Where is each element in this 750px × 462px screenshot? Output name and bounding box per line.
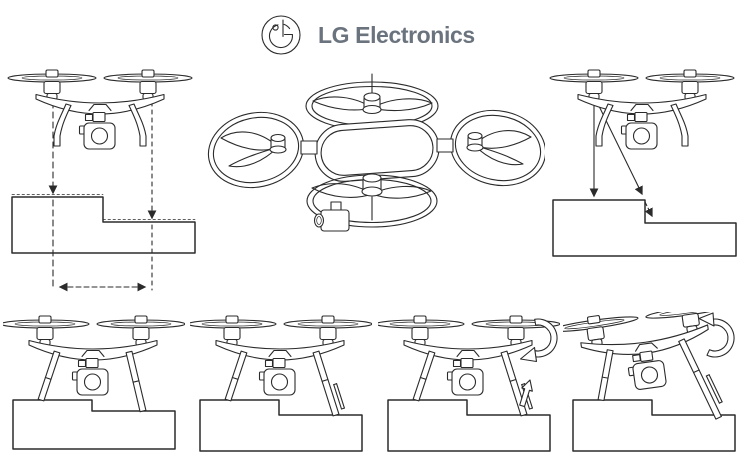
adaptive-legs [412, 350, 533, 417]
adaptive-legs [224, 350, 345, 417]
stepped-surface [11, 194, 196, 254]
left-arm [300, 140, 318, 155]
left-prop-blade [220, 131, 279, 151]
rear-motor-hub [362, 92, 382, 115]
right-prop-blade [473, 130, 532, 149]
panel-landing-sequence-1 [3, 315, 185, 450]
measurement-lines [48, 101, 157, 292]
drone-body [314, 119, 440, 182]
rotation-arrow-icon [519, 318, 558, 363]
right-prop-blade [473, 144, 524, 166]
header: LG Electronics [0, 0, 750, 64]
left-rotor-guard [207, 111, 305, 189]
tilted-drone [563, 312, 744, 420]
drone-front-view [550, 70, 734, 149]
camera-icon [313, 201, 350, 232]
right-rotor-guard [449, 109, 545, 187]
drone-front-view [190, 315, 372, 396]
panel-hover-measurement [5, 68, 196, 292]
logo-text: LG Electronics [318, 22, 475, 48]
left-prop-blade [228, 146, 279, 168]
panel-quadcopter-perspective [207, 73, 545, 232]
drone-front-view [8, 70, 192, 149]
panel-landing-sequence-4 [563, 312, 744, 452]
stepped-surface [387, 399, 551, 452]
lg-logo-icon [261, 15, 301, 55]
stepped-surface [572, 399, 736, 452]
telescoping-slide [705, 374, 723, 404]
leg-extend-arrow-icon [519, 379, 533, 408]
right-motor-hub [466, 131, 484, 152]
front-motor-hub [361, 173, 383, 197]
stepped-surface [12, 399, 176, 450]
panel-landing-sequence-2 [190, 315, 372, 452]
rotation-arrow-icon [698, 312, 735, 358]
right-arm [436, 138, 454, 153]
panel-sensor-scanning [545, 60, 737, 257]
drone-front-view [3, 315, 185, 396]
adaptive-legs [37, 350, 147, 413]
stepped-surface [199, 399, 363, 452]
panel-landing-sequence-3 [378, 315, 560, 452]
telescoping-slide [333, 383, 345, 410]
left-motor-hub [269, 133, 287, 154]
stepped-surface [552, 199, 737, 257]
